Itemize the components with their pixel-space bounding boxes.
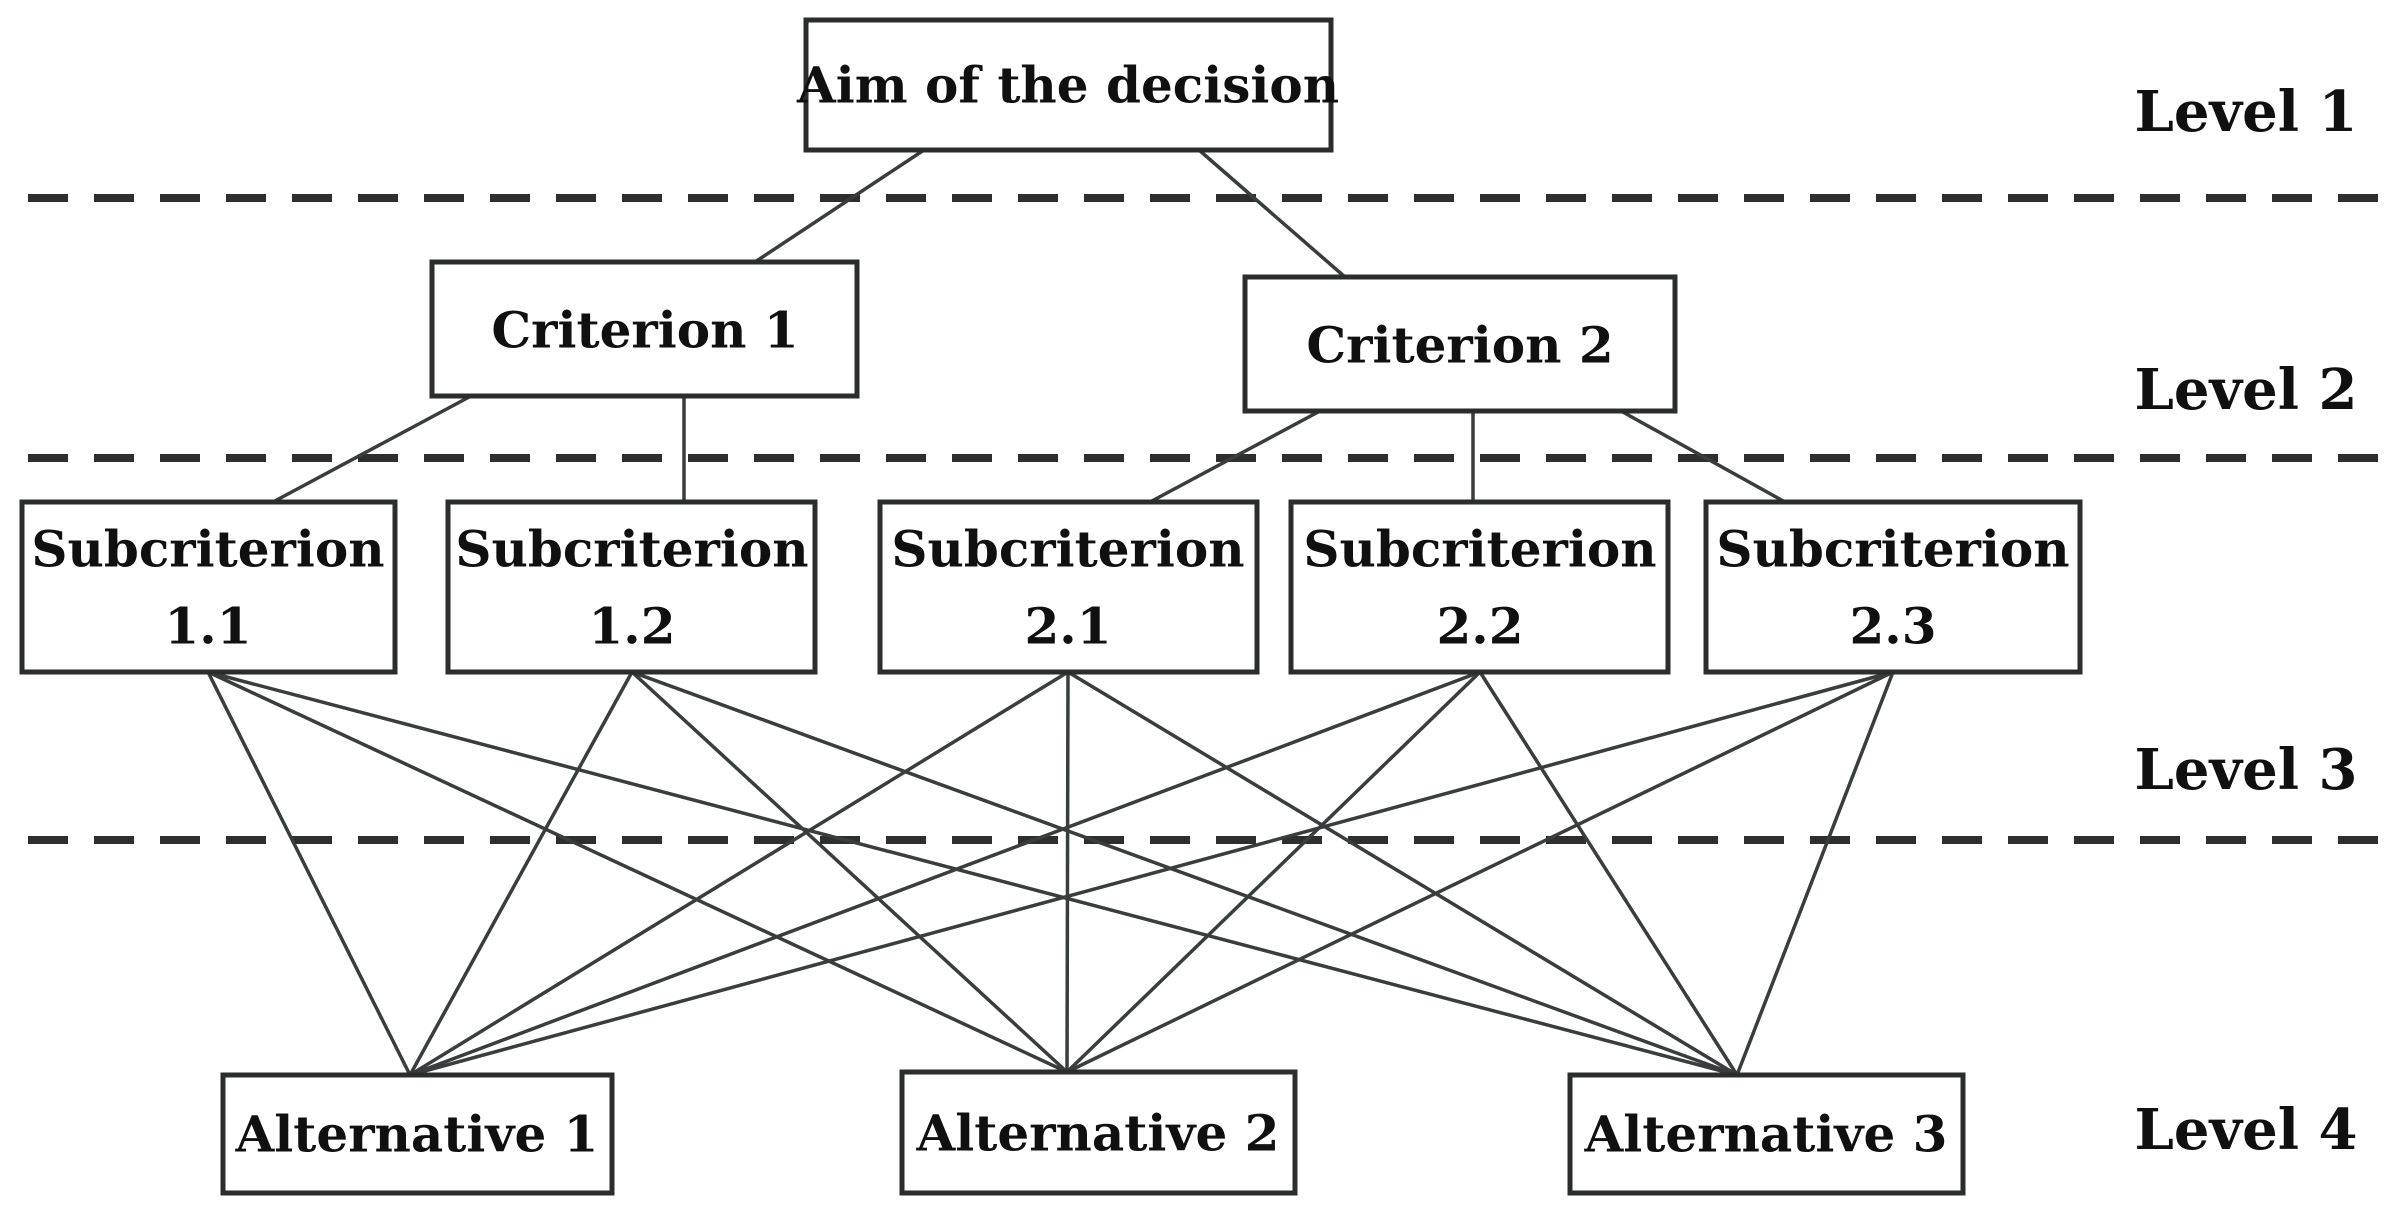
aim-box: [803, 17, 1334, 153]
alternative-1-label: Alternative 1: [235, 1105, 599, 1164]
edge-sub23-alt2: [1066, 670, 1894, 1074]
edge-sub12-alt1: [408, 671, 634, 1076]
edge-sub22-alt1: [409, 670, 1481, 1077]
subcriterion-2-3-box: [1703, 499, 2083, 675]
level-4-label: Level 4: [2135, 1097, 2358, 1163]
subcriterion-1-2-label-line1: Subcriterion: [455, 520, 808, 579]
node-subcriterion-2-2: Subcriterion 2.2: [1288, 499, 1671, 675]
level-labels: Level 1 Level 2 Level 3 Level 4: [2135, 79, 2358, 1163]
edge-sub21-alt1: [409, 670, 1069, 1077]
subcriterion-2-2-label-line2: 2.2: [1437, 597, 1524, 656]
edge-criterion1-sub11: [272, 394, 472, 504]
level-3-label: Level 3: [2135, 737, 2358, 803]
edge-sub21-alt2: [1065, 671, 1070, 1073]
alternative-1-box: [220, 1072, 615, 1196]
subcriterion-2-1-box: [877, 499, 1260, 675]
edge-aim-criterion2: [1197, 148, 1347, 279]
subcriterion-1-1-label-line2: 1.1: [165, 597, 252, 656]
subcriterion-2-3-label-line1: Subcriterion: [1716, 520, 2069, 579]
edge-sub12-alt2: [630, 670, 1069, 1074]
alternative-3-box: [1567, 1072, 1966, 1196]
node-alternative-1: Alternative 1: [220, 1072, 615, 1196]
level-1-label: Level 1: [2135, 79, 2358, 145]
criterion-1-label: Criterion 1: [491, 301, 798, 360]
edge-aim-criterion1: [754, 148, 925, 264]
node-subcriterion-2-1: Subcriterion 2.1: [877, 499, 1260, 675]
node-subcriterion-1-1: Subcriterion 1.1: [19, 499, 398, 675]
subcriterion-2-1-label-line1: Subcriterion: [891, 520, 1244, 579]
level-2-label: Level 2: [2135, 357, 2358, 423]
criterion-2-box: [1242, 274, 1678, 414]
edges-aim-to-criteria: [754, 148, 1347, 279]
edge-sub22-alt3: [1478, 671, 1739, 1076]
edge-sub12-alt3: [631, 670, 1738, 1077]
aim-label: Aim of the decision: [796, 56, 1339, 115]
node-criterion-1: Criterion 1: [429, 259, 860, 399]
edge-sub11-alt1: [206, 671, 412, 1076]
edge-criterion2-sub23: [1620, 409, 1786, 504]
subcriterion-1-1-label-line1: Subcriterion: [31, 520, 384, 579]
criterion-2-label: Criterion 2: [1306, 316, 1613, 375]
criterion-1-box: [429, 259, 860, 399]
subcriterion-2-2-box: [1288, 499, 1671, 675]
edge-sub23-alt3: [1735, 671, 1895, 1076]
node-alternative-3: Alternative 3: [1567, 1072, 1966, 1196]
subcriterion-2-2-label-line1: Subcriterion: [1303, 520, 1656, 579]
subcriterion-2-3-label-line2: 2.3: [1850, 597, 1937, 656]
edge-sub11-alt3: [207, 670, 1738, 1077]
subcriterion-2-1-label-line2: 2.1: [1025, 597, 1112, 656]
node-subcriterion-1-2: Subcriterion 1.2: [445, 499, 818, 675]
edge-sub22-alt2: [1065, 670, 1482, 1074]
edge-criterion2-sub21: [1149, 409, 1321, 504]
edge-sub11-alt2: [207, 670, 1068, 1074]
edges-subcriteria-to-alternatives: [206, 670, 1895, 1077]
node-subcriterion-2-3: Subcriterion 2.3: [1703, 499, 2083, 675]
alternative-3-label: Alternative 3: [1584, 1105, 1948, 1164]
alternative-2-box: [899, 1069, 1298, 1196]
node-aim-of-decision: Aim of the decision: [796, 17, 1339, 153]
subcriterion-1-1-box: [19, 499, 398, 675]
edge-sub23-alt1: [409, 670, 1894, 1077]
edge-sub21-alt3: [1067, 670, 1738, 1077]
edges-criteria-to-subcriteria: [272, 394, 1786, 504]
node-criterion-2: Criterion 2: [1242, 274, 1678, 414]
subcriterion-1-2-label-line2: 1.2: [589, 597, 676, 656]
node-alternative-2: Alternative 2: [899, 1069, 1298, 1196]
subcriterion-1-2-box: [445, 499, 818, 675]
alternative-2-label: Alternative 2: [916, 1104, 1280, 1163]
